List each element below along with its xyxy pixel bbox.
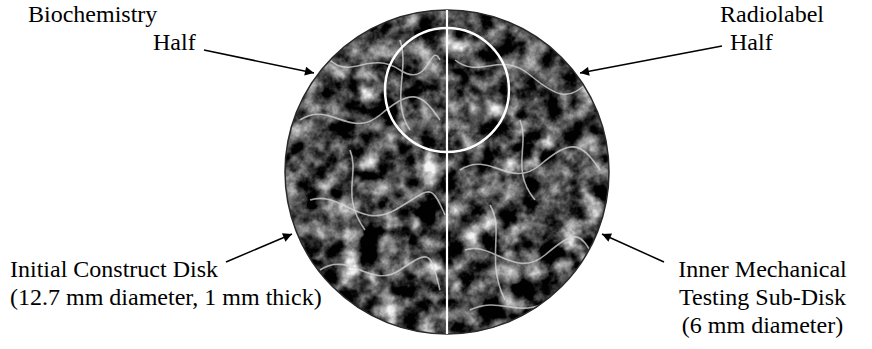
leader-arrow <box>204 50 314 73</box>
part-label: Biochemistry Half <box>28 0 200 56</box>
scaffold-texture <box>285 10 609 334</box>
leader-arrow <box>580 46 722 73</box>
initial-construct-disk <box>285 10 609 334</box>
part-label: Radiolabel Half <box>720 0 845 56</box>
leader-arrow <box>226 234 292 262</box>
dividing-line <box>446 10 448 334</box>
leader-arrow <box>602 234 664 262</box>
mechanical-sub-disk <box>385 28 509 152</box>
part-label: Inner Mechanical Testing Sub-Disk (6 mm … <box>670 255 855 339</box>
part-label: Initial Construct Disk (12.7 mm diameter… <box>10 255 340 311</box>
